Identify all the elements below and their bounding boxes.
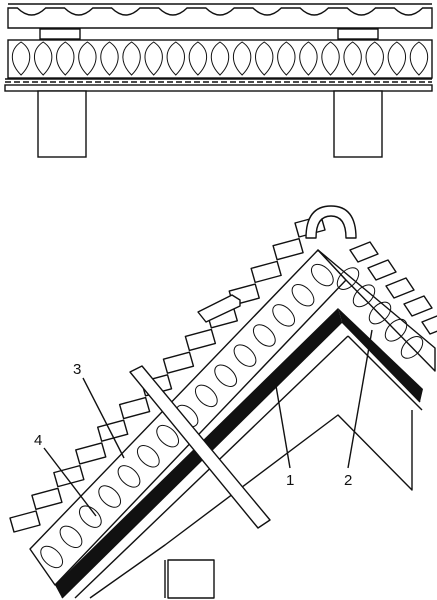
insulation-roll: [100, 41, 119, 76]
callout-label-4: 4: [34, 432, 42, 449]
roof-tile: [162, 351, 195, 374]
insulation-roll: [255, 41, 274, 76]
roof-perspective: [9, 205, 437, 599]
insulation-roll: [188, 41, 208, 76]
insulation-roll: [136, 445, 160, 468]
leader-1: [274, 379, 291, 469]
insulation-roll: [252, 324, 276, 347]
insulation-roll: [98, 485, 122, 508]
insulation-roll: [233, 344, 257, 367]
diagonal-brace: [129, 365, 271, 529]
insulation-roll: [56, 41, 75, 76]
insulation-roll: [117, 465, 141, 488]
insulation-roll: [78, 41, 97, 76]
insulation-roll: [210, 41, 230, 76]
roof-tile: [403, 295, 433, 317]
insulation-roll: [40, 545, 64, 569]
rafter-right: [333, 90, 383, 158]
insulation-roll: [299, 41, 318, 76]
insulation-rolls-slope: [40, 263, 424, 569]
cross-section: [4, 3, 433, 158]
roof-tile: [75, 442, 107, 465]
insulation-roll: [336, 267, 360, 290]
roof-tile: [421, 315, 437, 335]
insulation-roll: [368, 301, 392, 325]
insulation-layer-box: [7, 39, 433, 79]
batten-left: [39, 28, 81, 40]
insulation-roll: [277, 41, 296, 76]
beam-block: [167, 559, 215, 599]
callout-label-2: 2: [344, 472, 352, 489]
roof-tile: [385, 277, 415, 299]
roof-tile: [184, 328, 217, 352]
insulation-roll: [156, 424, 180, 448]
roof-tile: [53, 464, 85, 488]
insulation-roll: [78, 505, 102, 528]
interior-outline: [89, 410, 413, 599]
roof-tile: [96, 419, 129, 442]
tile-profile: [7, 7, 433, 29]
roof-tile: [367, 259, 397, 281]
roof-tile: [250, 260, 282, 284]
insulation-band-right: [317, 249, 436, 372]
roof-tile: [349, 241, 379, 263]
insulation-roll: [194, 384, 218, 408]
rafter-left: [37, 90, 87, 158]
insulation-roll: [232, 41, 252, 76]
insulation-roll: [144, 41, 163, 76]
insulation-band-left: [29, 249, 347, 586]
ridge-cap: [305, 205, 357, 239]
roof-tile: [272, 237, 304, 261]
insulation-roll: [33, 41, 53, 76]
vent-pipe: [197, 294, 241, 323]
roof-tiles-right: [349, 241, 437, 335]
roof-tile: [9, 510, 41, 533]
inner-slope-right: [341, 321, 421, 403]
callout-label-1: 1: [286, 472, 294, 489]
insulation-rolls-top: [11, 41, 429, 76]
insulation-roll: [352, 284, 376, 308]
rafter-underside-right: [347, 335, 423, 411]
insulation-roll: [310, 263, 334, 287]
insulation-roll: [166, 41, 185, 76]
leader-4: [43, 447, 97, 517]
insulation-roll: [122, 41, 141, 76]
boarding-board: [4, 84, 433, 92]
insulation-roll: [387, 41, 407, 76]
vapor-barrier-right: [338, 308, 423, 402]
insulation-roll: [291, 283, 315, 307]
leader-2: [347, 329, 373, 469]
insulation-roll: [400, 336, 424, 359]
roof-tile: [31, 487, 63, 511]
leader-3: [82, 377, 125, 459]
insulation-roll: [11, 41, 31, 76]
insulation-roll: [214, 364, 238, 387]
insulation-roll: [272, 304, 296, 327]
insulation-roll: [365, 41, 384, 76]
roof-tile: [118, 396, 151, 420]
callout-label-3: 3: [73, 361, 81, 378]
insulation-roll: [384, 318, 408, 342]
insulation-roll: [409, 41, 429, 76]
batten-right: [337, 28, 379, 40]
roof-tile-row: [7, 3, 433, 29]
insulation-roll: [59, 525, 83, 549]
insulation-roll: [321, 41, 340, 76]
insulation-roll: [343, 41, 362, 76]
